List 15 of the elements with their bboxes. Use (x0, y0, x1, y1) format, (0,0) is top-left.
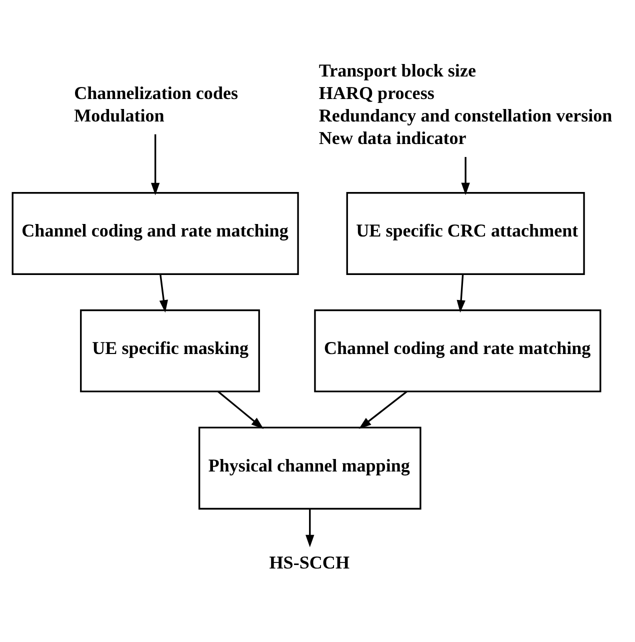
node-box: Channel coding and rate matching (314, 308, 602, 392)
node-text: Transport block size HARQ process Redundancy and constellation version New data indicator (318, 60, 612, 148)
node-box: UE specific masking (80, 308, 260, 392)
node-text: HS-SCCH (269, 552, 350, 572)
arrow (150, 134, 160, 195)
arrow (358, 390, 408, 428)
node-box: UE specific CRC attachment (346, 192, 585, 274)
arrow (456, 274, 466, 312)
arrow (461, 156, 470, 195)
node-text: Channelization codes Modulation (74, 82, 238, 126)
node-box: Channel coding and rate matching (12, 192, 299, 274)
node-box: Physical channel mapping (198, 426, 422, 510)
arrow (218, 390, 264, 428)
arrow (159, 274, 168, 312)
arrow (306, 508, 314, 547)
